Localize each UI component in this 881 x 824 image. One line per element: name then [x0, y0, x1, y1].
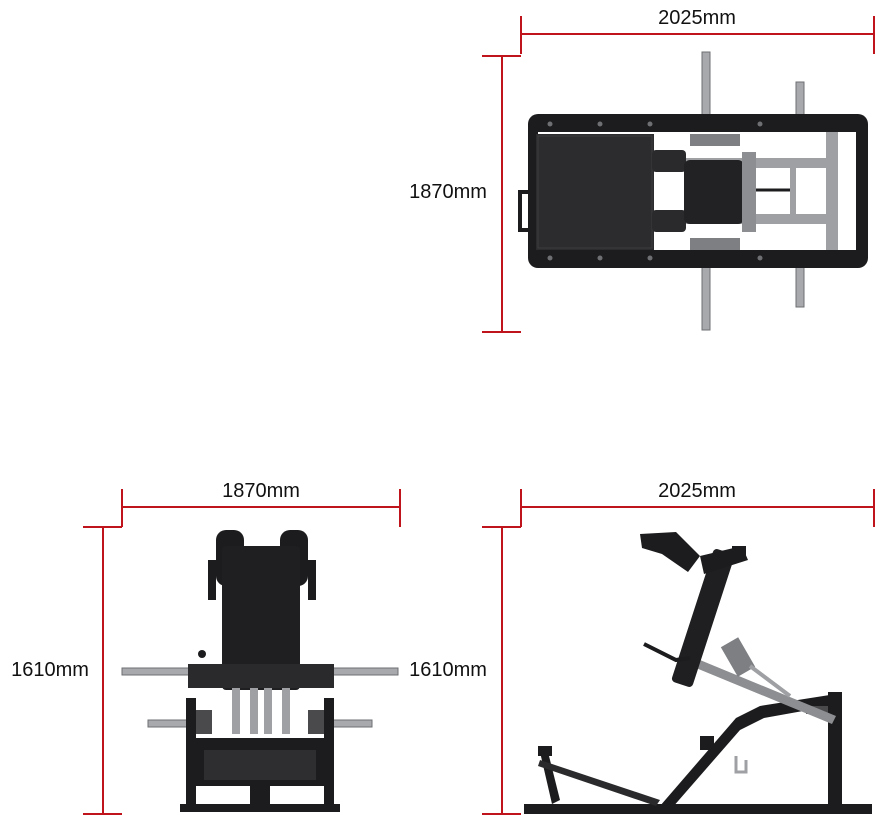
side-view: 2025mm — [482, 480, 875, 815]
top-view: 2025mm 1870mm — [409, 7, 875, 333]
front-width-label: 1870mm — [222, 480, 300, 502]
front-width-dimension: 1870mm — [121, 480, 401, 527]
top-view-machine — [518, 51, 868, 331]
side-height-dimension — [482, 526, 521, 815]
top-width-label: 2025mm — [658, 7, 736, 29]
top-depth-label: 1870mm — [409, 181, 487, 203]
front-view-machine — [121, 530, 399, 812]
front-height-label-left: 1610mm — [11, 659, 89, 681]
top-depth-dimension: 1870mm — [409, 55, 521, 333]
front-height-dimension-left: 1610mm — [11, 526, 122, 815]
side-width-label: 2025mm — [658, 480, 736, 502]
front-view: 1870mm 1610mm — [11, 480, 487, 815]
top-width-dimension: 2025mm — [520, 7, 875, 54]
front-height-label-right: 1610mm — [409, 659, 487, 681]
side-view-machine — [524, 532, 872, 814]
side-width-dimension: 2025mm — [520, 480, 875, 527]
front-height-dimension-right: 1610mm — [409, 659, 487, 681]
